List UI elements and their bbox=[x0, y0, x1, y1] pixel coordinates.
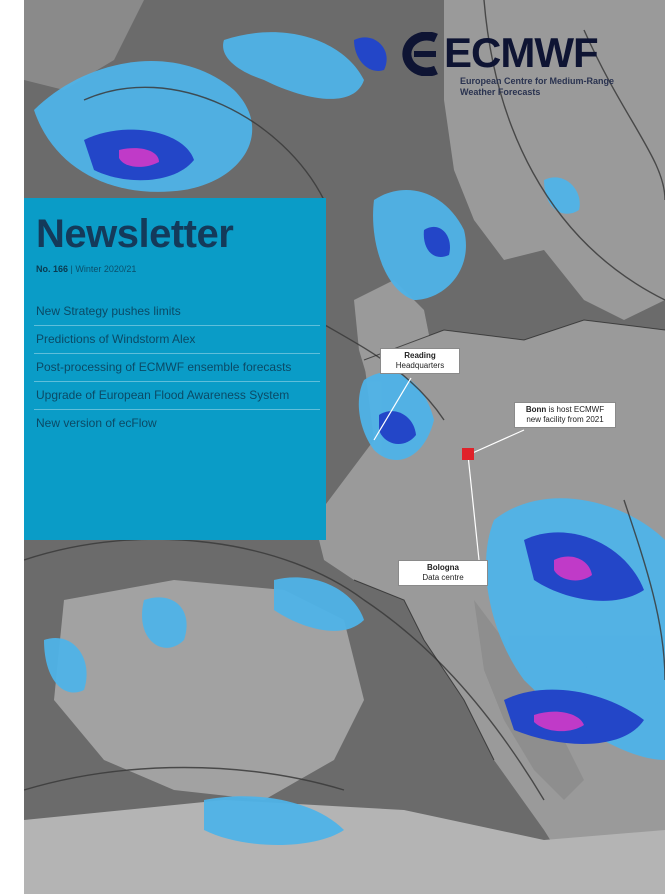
toc-item: Predictions of Windstorm Alex bbox=[34, 326, 320, 354]
newsletter-cover: ECMWF European Centre for Medium-Range W… bbox=[24, 0, 665, 894]
issue-number: No. 166 bbox=[36, 264, 69, 274]
newsletter-title: Newsletter bbox=[36, 212, 234, 256]
toc-item: Post-processing of ECMWF ensemble foreca… bbox=[34, 354, 320, 382]
weather-map bbox=[24, 0, 665, 894]
callout-bonn: Bonn is host ECMWF new facility from 202… bbox=[514, 402, 616, 428]
callout-reading-desc: Headquarters bbox=[395, 361, 445, 370]
bonn-location-marker bbox=[462, 448, 474, 460]
newsletter-panel: Newsletter No. 166 | Winter 2020/21 New … bbox=[24, 198, 326, 540]
toc-item: New version of ecFlow bbox=[36, 416, 157, 430]
callout-bonn-desc: is host ECMWF new facility from 2021 bbox=[526, 405, 605, 424]
issue-date: Winter 2020/21 bbox=[75, 264, 137, 274]
callout-reading: Reading Headquarters bbox=[380, 348, 460, 374]
logo-subtitle: European Centre for Medium-Range Weather… bbox=[460, 76, 615, 97]
coastlines bbox=[353, 319, 665, 761]
callout-bonn-name: Bonn bbox=[525, 405, 547, 414]
callout-bologna: Bologna Data centre bbox=[398, 560, 488, 586]
land-iberia bbox=[54, 580, 364, 800]
toc-item: Upgrade of European Flood Awareness Syst… bbox=[34, 382, 320, 410]
ecmwf-logo-icon bbox=[402, 32, 438, 76]
land-greenland-edge bbox=[24, 0, 144, 90]
issue-line: No. 166 | Winter 2020/21 bbox=[36, 264, 136, 274]
logo-name: ECMWF bbox=[444, 29, 599, 76]
land-continent bbox=[314, 320, 665, 894]
precip-heavy bbox=[119, 148, 592, 732]
callout-reading-name: Reading bbox=[404, 351, 436, 360]
issue-separator: | bbox=[70, 264, 73, 274]
land-scandinavia bbox=[444, 0, 665, 320]
callout-lines bbox=[373, 377, 525, 561]
callout-bologna-name: Bologna bbox=[427, 563, 459, 572]
callout-bologna-desc: Data centre bbox=[422, 573, 464, 582]
land-africa bbox=[24, 800, 665, 894]
toc-item: New Strategy pushes limits bbox=[34, 298, 320, 326]
table-of-contents: New Strategy pushes limits Predictions o… bbox=[34, 298, 320, 437]
ecmwf-logo: ECMWF European Centre for Medium-Range W… bbox=[396, 28, 658, 108]
